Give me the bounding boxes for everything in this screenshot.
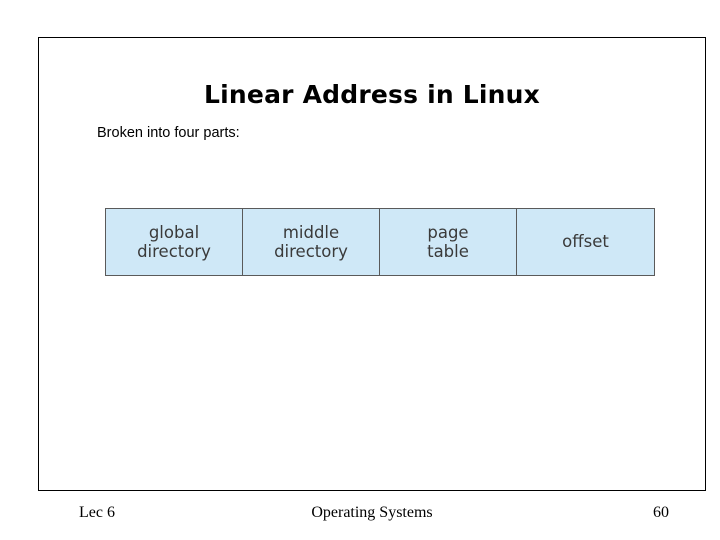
- footer-page-number: 60: [653, 504, 669, 521]
- footer-lecture-label: Lec 6: [79, 504, 115, 521]
- page-title: Linear Address in Linux: [204, 80, 540, 109]
- address-field-offset: offset: [517, 209, 654, 275]
- footer-course-label: Operating Systems: [311, 504, 433, 521]
- slide-subtitle: Broken into four parts:: [97, 125, 240, 141]
- slide-footer: Lec 6 Operating Systems 60: [39, 504, 705, 528]
- slide-frame: Linear Address in Linux Broken into four…: [38, 37, 706, 521]
